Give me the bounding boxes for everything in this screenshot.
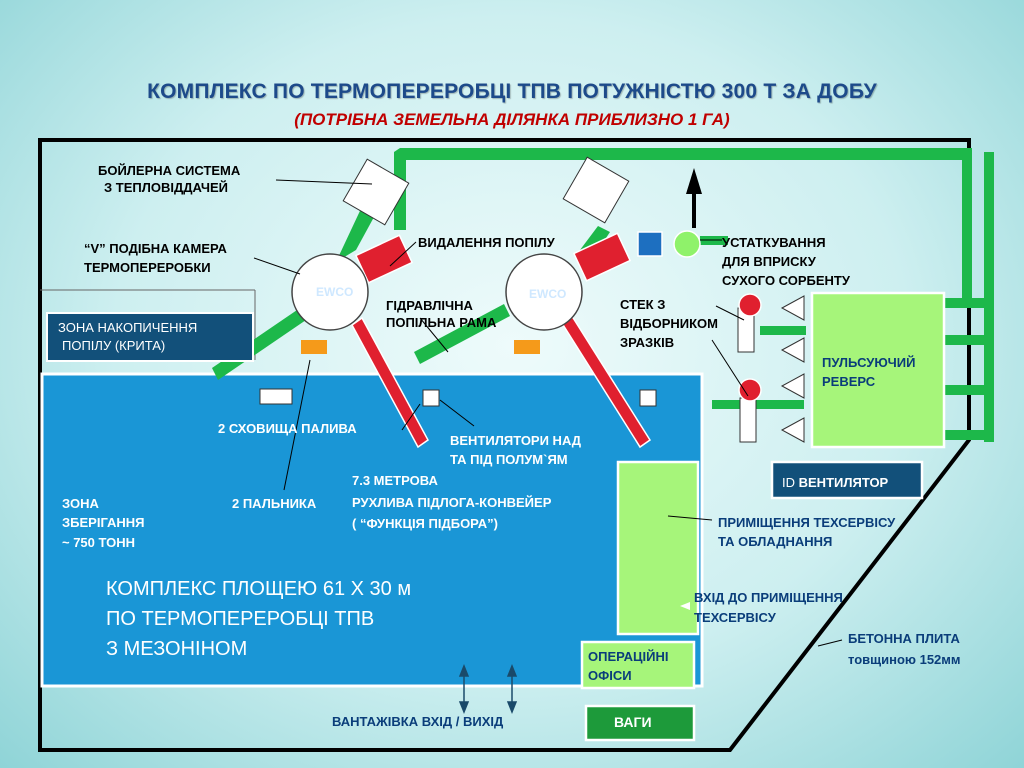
offices-label-1: ОПЕРАЦІЙНІ: [588, 649, 669, 664]
stack-label-3: ЗРАЗКІВ: [620, 335, 675, 350]
service-entry-arrow: [680, 602, 690, 610]
fans-label-2: ТА ПІД ПОЛУМ`ЯМ: [450, 452, 568, 467]
boiler-2: [562, 156, 630, 224]
hydraulic-label-1: ГІДРАВЛІЧНА: [386, 298, 473, 313]
id-fan-label: ID ВЕНТИЛЯТОР: [782, 474, 888, 491]
sorbent-label-2: ДЛЯ ВПРИСКУ: [722, 254, 816, 269]
scales-box: [584, 704, 696, 742]
boiler-1: [342, 158, 410, 226]
storage-label-3: ~ 750 ТОНН: [62, 535, 136, 550]
fuel-storage-label: 2 СХОВИЩА ПАЛИВА: [218, 421, 357, 436]
storage-label-1: ЗОНА: [62, 496, 99, 511]
pulse-triangles: [780, 295, 805, 443]
vchamber-label-2: ТЕРМОПЕРЕРОБКИ: [84, 260, 211, 275]
ewco-label-1: EWCO: [316, 285, 354, 299]
page-title: КОМПЛЕКС ПО ТЕРМОПЕРЕРОБЦІ ТПВ ПОТУЖНІСТ…: [147, 80, 877, 103]
pulse-label-1: ПУЛЬСУЮЧИЙ: [822, 355, 916, 370]
burner-2: [514, 340, 540, 354]
concrete-label-2: товщиною 152мм: [848, 652, 961, 667]
scales-label: ВАГИ: [614, 714, 652, 730]
boiler-label-1: БОЙЛЕРНА СИСТЕМА: [98, 163, 241, 178]
floor-label-3: ( “ФУНКЦІЯ ПІДБОРА”): [352, 516, 498, 531]
conveyor-1: [351, 316, 429, 449]
chamber-1: [291, 253, 369, 331]
offices-label-2: ОФІСИ: [588, 668, 632, 683]
hydraulic-label-2: ПОПІЛЬНА РАМА: [386, 315, 497, 330]
complex-label-1: КОМПЛЕКС ПЛОЩЕЮ 61 Х 30 м: [106, 578, 412, 600]
boiler-label-2: З ТЕПЛОВІДДАЧЕЙ: [104, 180, 229, 195]
duct-left: [212, 308, 306, 380]
fan-box-1: [422, 389, 440, 407]
stack-1-sampler: [738, 293, 762, 317]
site-boundary: [38, 138, 971, 752]
stack-label-2: ВІДБОРНИКОМ: [620, 316, 718, 331]
leader-lines: [253, 179, 843, 647]
ash-zone-label-2: ПОПІЛУ (КРИТА): [62, 338, 166, 353]
complex-label-3: З МЕЗОНІНОМ: [106, 638, 248, 660]
duct-h3: [940, 385, 992, 395]
duct-stack1: [760, 326, 806, 335]
stack-label-1: СТЕК З: [620, 297, 666, 312]
offices-box: [580, 640, 696, 690]
fuel-storage-box: [259, 388, 293, 405]
floor-label-1: 7.3 МЕТРОВА: [352, 473, 438, 488]
sorbent-label-3: СУХОГО СОРБЕНТУ: [722, 273, 850, 288]
id-fan-word: ВЕНТИЛЯТОР: [798, 475, 889, 490]
ash-zone-box: [46, 312, 254, 362]
complex-label-2: ПО ТЕРМОПЕРЕРОБЦІ ТПВ: [106, 608, 375, 630]
page-subtitle: (ПОТРІБНА ЗЕМЕЛЬНА ДІЛЯНКА ПРИБЛИЗНО 1 Г…: [294, 110, 730, 129]
service-room-label-1: ПРИМІЩЕННЯ ТЕХСЕРВІСУ: [718, 515, 896, 530]
ash-removal-box-2: [572, 232, 632, 282]
pulse-reverse-box: [810, 291, 946, 449]
stack-2: [739, 397, 757, 443]
duct-h4: [940, 430, 992, 440]
burners-label: 2 ПАЛЬНИКА: [232, 496, 317, 511]
chamber-2: [505, 253, 583, 331]
duct-h1: [940, 298, 992, 308]
main-hall: [40, 372, 704, 688]
pulse-label-2: РЕВЕРС: [822, 374, 876, 389]
duct-h2: [940, 335, 992, 345]
service-room-label-2: ТА ОБЛАДНАННЯ: [718, 534, 833, 549]
exhaust-arrow-head: [686, 168, 702, 194]
fan-box-2: [639, 389, 657, 407]
sorbent-square: [637, 231, 663, 257]
sorbent-circle: [673, 230, 701, 258]
duct-mid: [414, 304, 510, 364]
ewco-label-2: EWCO: [529, 287, 567, 301]
concrete-label-1: БЕТОННА ПЛИТА: [848, 631, 960, 646]
ash-zone-label-1: ЗОНА НАКОПИЧЕННЯ: [58, 320, 198, 335]
fans-label-1: ВЕНТИЛЯТОРИ НАД: [450, 433, 582, 448]
stack-2-sampler: [738, 378, 762, 402]
burner-1: [301, 340, 327, 354]
storage-label-2: ЗБЕРІГАННЯ: [62, 515, 145, 530]
ash-removal-label: ВИДАЛЕННЯ ПОПІЛУ: [418, 235, 555, 250]
duct-right-a: [962, 148, 972, 298]
id-fan-box: [770, 460, 924, 500]
duct-right-b: [984, 152, 994, 442]
truck-label: ВАНТАЖІВКА ВХІД / ВИХІД: [332, 714, 504, 729]
duct-top: [394, 148, 970, 163]
id-fan-prefix: ID: [782, 475, 795, 490]
vchamber-label-1: “V” ПОДІБНА КАМЕРА: [84, 241, 227, 256]
service-entry-label-1: ВХІД ДО ПРИМІЩЕННЯ: [694, 590, 843, 605]
service-entry-label-2: ТЕХСЕРВІСУ: [694, 610, 776, 625]
truck-arrows: [458, 663, 518, 715]
duct-stack2: [712, 400, 804, 409]
floor-label-2: РУХЛИВА ПІДЛОГА-КОНВЕЙЕР: [352, 495, 552, 510]
ash-removal-box-1: [354, 234, 414, 284]
sorbent-label-1: УСТАТКУВАННЯ: [722, 235, 826, 250]
